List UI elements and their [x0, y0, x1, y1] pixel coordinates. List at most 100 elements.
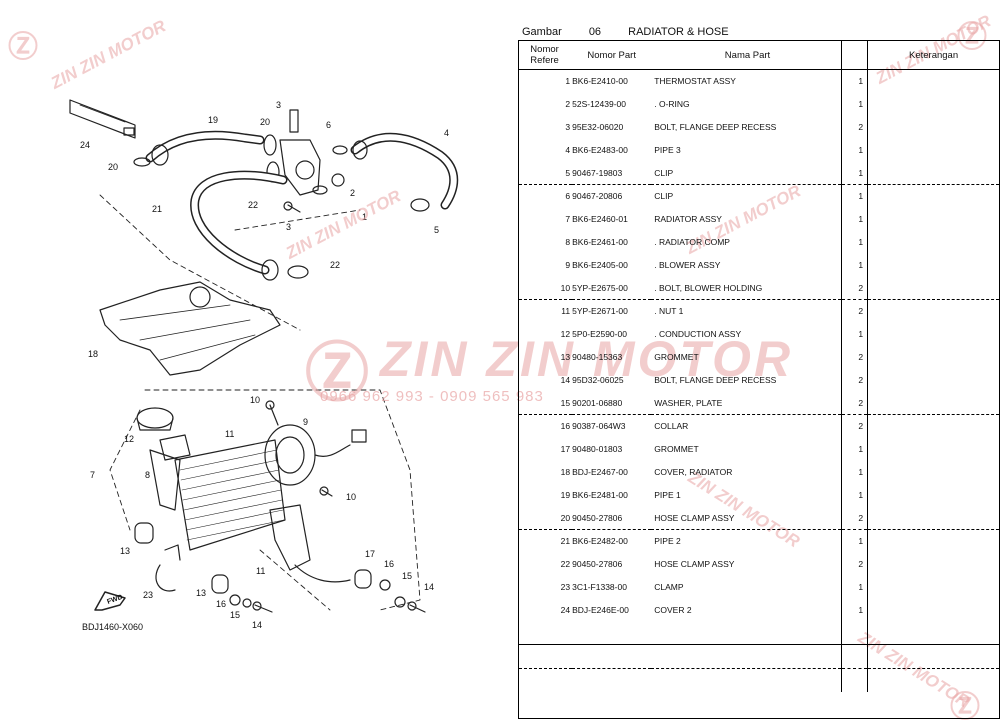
ref-number-cell: 14	[560, 374, 571, 385]
callout-20: 20	[108, 162, 118, 172]
part-number-cell: 52S-12439-00	[572, 99, 627, 110]
part-name-cell: . NUT 1	[651, 298, 842, 323]
qty-cell: 1	[840, 207, 869, 231]
part-name-cell: PIPE 1	[654, 489, 681, 500]
part-name-cell: COLLAR	[651, 413, 842, 438]
part-name-cell: BOLT, FLANGE DEEP RECESS	[654, 374, 777, 385]
keterangan-cell	[868, 368, 999, 391]
qty-cell: 1	[840, 69, 869, 93]
callout-11: 11	[225, 429, 234, 439]
keterangan-cell	[867, 183, 999, 208]
part-number-cell: 5YP-E2671-00	[572, 298, 652, 323]
callout-6: 6	[326, 120, 331, 130]
part-name-cell: BOLT, FLANGE DEEP RECESS	[654, 121, 777, 132]
keterangan-cell	[868, 506, 999, 529]
keterangan-cell	[868, 323, 999, 346]
gambar-title: RADIATOR & HOSE	[628, 26, 729, 38]
ref-number-cell: 17	[560, 444, 571, 455]
part-name-cell: . O-RING	[654, 99, 690, 110]
keterangan-cell	[868, 553, 999, 576]
ref-number-cell: 9	[565, 259, 571, 270]
ref-number-cell: 6	[519, 183, 573, 208]
empty-cell	[572, 667, 652, 692]
part-name-cell: CLAMP	[654, 581, 684, 592]
ref-number-cell: 20	[560, 512, 571, 523]
part-name-cell: CLIP	[654, 167, 674, 178]
part-name-cell: COVER 2	[654, 604, 692, 615]
watermark-brand: ZIN ZIN MOTOR	[380, 331, 794, 387]
keterangan-cell	[868, 93, 999, 116]
empty-cell	[519, 667, 573, 692]
ref-number-cell: 23	[560, 581, 571, 592]
callout-11b: 11	[256, 566, 265, 576]
part-number-cell: BDJ-E246E-00	[572, 604, 629, 615]
qty-cell: 2	[840, 298, 869, 323]
part-number-cell: 90480-01803	[572, 444, 623, 455]
table-header: Nomor Refere Nomor Part Nama Part Ketera…	[519, 40, 999, 70]
part-name-cell: PIPE 2	[651, 528, 842, 553]
part-name-cell: PIPE 3	[654, 144, 681, 155]
callout-15b: 15	[230, 610, 240, 620]
empty-cell	[572, 643, 652, 669]
diagram-code: BDJ1460-X060	[82, 622, 143, 632]
ref-number-cell: 16	[519, 413, 573, 438]
callout-3: 3	[276, 100, 281, 110]
part-number-cell: 90201-06880	[572, 397, 623, 408]
ref-number-cell: 18	[560, 466, 571, 477]
gambar-label: Gambar	[522, 26, 562, 38]
qty-cell: 2	[840, 413, 869, 438]
qty-cell: 2	[840, 506, 869, 530]
callout-16b: 16	[216, 599, 226, 609]
keterangan-cell	[868, 138, 999, 161]
ref-number-cell: 7	[565, 214, 571, 225]
callout-12: 12	[124, 434, 134, 444]
part-number-cell: 90450-27806	[572, 512, 623, 523]
empty-cell	[651, 667, 842, 692]
keterangan-cell	[868, 208, 999, 231]
parts-diagram: 24 20 19 20 21 22 3 3 2 1 6 4 5 22 18 10…	[69, 99, 459, 632]
callout-10: 10	[250, 395, 260, 405]
callout-14b: 14	[252, 620, 262, 630]
keterangan-cell	[867, 298, 999, 323]
part-name-cell: HOSE CLAMP ASSY	[654, 512, 735, 523]
callout-10b: 10	[346, 492, 356, 502]
part-name-cell: GROMMET	[654, 351, 699, 362]
part-name-cell: . BLOWER ASSY	[654, 259, 721, 270]
part-number-cell: BK6-E2405-00	[572, 259, 628, 270]
qty-cell: 2	[840, 552, 869, 576]
part-number-cell: 5YP-E2675-00	[572, 282, 628, 293]
part-number-cell: 5P0-E2590-00	[572, 329, 627, 340]
gambar-header: Gambar 06 RADIATOR & HOSE	[522, 26, 753, 38]
callout-9: 9	[303, 417, 308, 427]
qty-cell: 1	[840, 460, 869, 484]
callout-17: 17	[365, 549, 375, 559]
ref-number-cell: 13	[560, 351, 571, 362]
qty-cell: 1	[840, 253, 869, 277]
part-name-cell: COVER, RADIATOR	[654, 466, 733, 477]
callout-16: 16	[384, 559, 394, 569]
part-name-cell: HOSE CLAMP ASSY	[654, 559, 735, 570]
qty-cell: 1	[840, 230, 869, 254]
qty-cell: 1	[840, 528, 869, 553]
callout-15: 15	[402, 571, 412, 581]
callout-2: 2	[350, 188, 355, 198]
watermark-phone: 0966 962 993 - 0909 565 983	[320, 388, 544, 405]
ref-number-cell: 5	[565, 167, 571, 178]
qty-cell: 1	[840, 322, 869, 346]
callout-3b: 3	[286, 222, 291, 232]
qty-cell: 1	[840, 483, 869, 507]
